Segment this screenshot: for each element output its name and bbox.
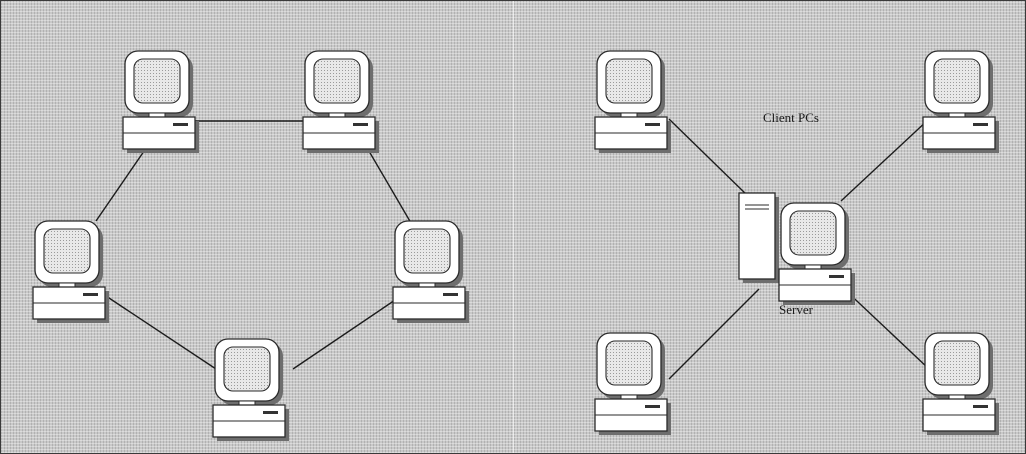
ring-link-3 xyxy=(366,146,411,223)
ring-workstation-top-left xyxy=(123,51,199,153)
device-nodes xyxy=(33,51,999,441)
server-label: Server xyxy=(779,302,813,318)
ring-workstation-left xyxy=(33,221,109,323)
client-pc-bottom-left xyxy=(595,333,671,435)
ring-workstation-right xyxy=(393,221,469,323)
ring-link-5 xyxy=(293,296,401,369)
ring-link-4 xyxy=(106,296,219,371)
client-pc-top-right xyxy=(923,51,999,153)
ring-workstation-top-right xyxy=(303,51,379,153)
server-console xyxy=(779,203,855,305)
server-tower xyxy=(739,193,779,283)
client-pc-top-left xyxy=(595,51,671,153)
client-pcs-label: Client PCs xyxy=(763,110,819,126)
star-link-3 xyxy=(669,289,759,379)
star-link-1 xyxy=(669,119,749,197)
ring-workstation-bottom xyxy=(213,339,289,441)
client-pc-bottom-right xyxy=(923,333,999,435)
star-link-2 xyxy=(841,119,929,201)
